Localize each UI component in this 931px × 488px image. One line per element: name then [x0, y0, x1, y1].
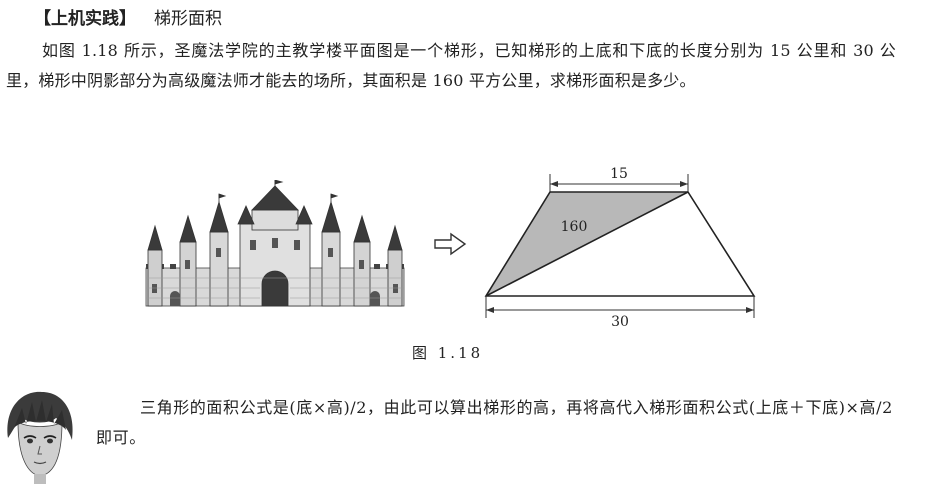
castle-illustration — [145, 180, 405, 307]
shaded-area-label: 160 — [561, 219, 588, 235]
section-title: 梯形面积 — [154, 9, 222, 29]
hollow-right-arrow-icon — [434, 232, 467, 256]
avatar — [2, 388, 78, 484]
problem-statement: 如图 1.18 所示，圣魔法学院的主教学楼平面图是一个梯形，已知梯形的上底和下底… — [6, 41, 896, 90]
section-tag: 【上机实践】 — [34, 9, 136, 29]
top-base-label: 15 — [610, 166, 628, 182]
hint-text: 三角形的面积公式是(底×高)/2，由此可以算出梯形的高，再将高代入梯形面积公式(… — [96, 398, 893, 447]
trapezoid-diagonal — [485, 191, 689, 297]
section-heading: 【上机实践】梯形面积 — [34, 8, 222, 30]
bottom-base-label: 30 — [611, 314, 629, 330]
trapezoid-figure: 15 160 30 — [484, 166, 756, 330]
figure-caption: 图 1.18 — [412, 344, 484, 362]
